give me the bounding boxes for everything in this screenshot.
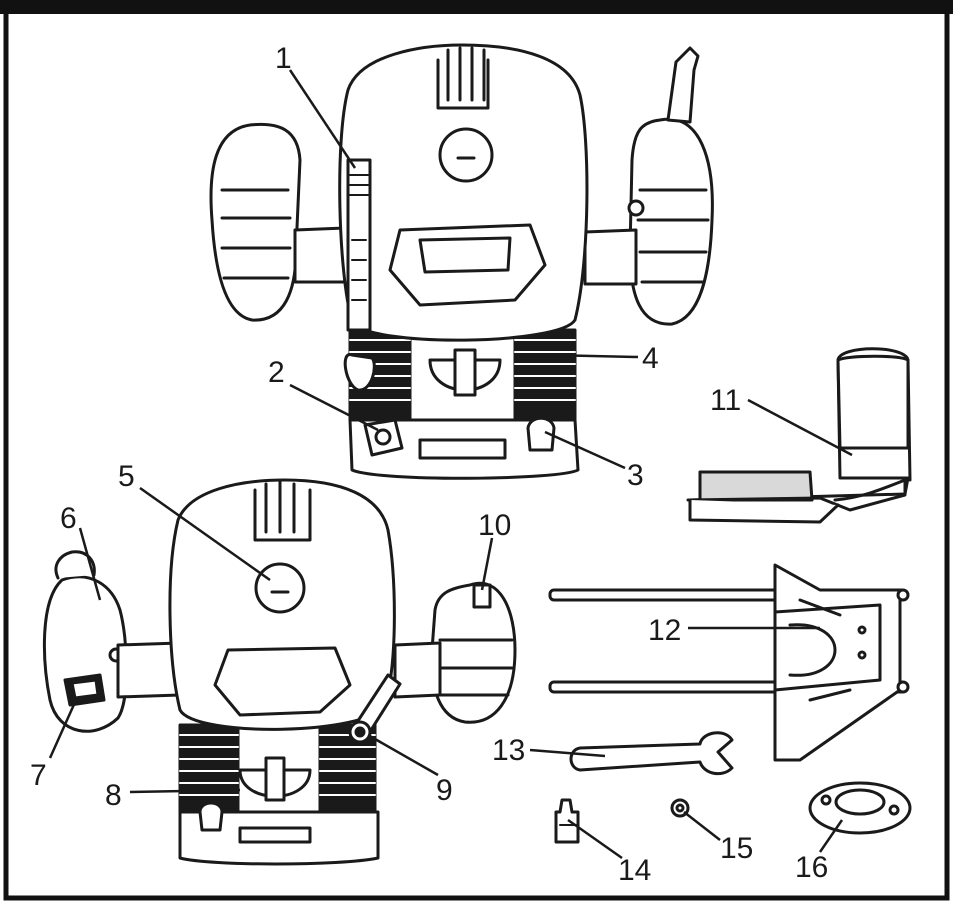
callout-5: 5 — [118, 460, 135, 493]
lock-knob-top — [526, 416, 556, 452]
callout-labels: 1 2 3 4 5 6 7 8 9 10 11 12 13 14 15 16 — [30, 42, 828, 887]
callout-8: 8 — [105, 779, 122, 812]
leader-lines — [48, 69, 853, 860]
callout-9: 9 — [436, 774, 453, 807]
callout-12: 12 — [648, 614, 681, 647]
callout-7: 7 — [30, 759, 47, 792]
left-handle-top — [209, 122, 302, 322]
callout-2: 2 — [268, 356, 285, 389]
right-arm-top — [583, 228, 638, 286]
right-handle-top — [628, 117, 714, 326]
callout-6: 6 — [60, 502, 77, 535]
callout-1: 1 — [275, 42, 292, 75]
template-guide — [808, 781, 912, 835]
callout-15: 15 — [720, 832, 753, 865]
switch-cap-top — [438, 127, 494, 183]
left-handle-grip-top — [220, 188, 292, 280]
cord-top — [666, 46, 700, 124]
switch-cap-bottom — [254, 562, 306, 614]
motor-housing-top — [338, 43, 589, 342]
callout-3: 3 — [627, 459, 644, 492]
callout-4: 4 — [642, 342, 659, 375]
router-bit — [554, 798, 580, 844]
left-arm-top — [293, 226, 347, 284]
callout-11: 11 — [710, 384, 741, 417]
right-handle-bottom — [430, 581, 517, 724]
router-bottom-view — [42, 478, 517, 866]
frame-border — [3, 7, 950, 901]
left-handle-bottom — [42, 575, 128, 733]
spanner-wrench — [569, 731, 734, 776]
parallel-guide — [548, 563, 910, 762]
callout-16: 16 — [795, 851, 828, 884]
callout-10: 10 — [478, 509, 511, 542]
dust-adapter — [686, 347, 912, 524]
callout-13: 13 — [492, 734, 525, 767]
callout-14: 14 — [618, 854, 651, 887]
router-top-view — [209, 43, 714, 480]
side-knob-top — [627, 199, 645, 217]
depth-rod-top — [346, 158, 372, 332]
right-handle-grip-top — [636, 188, 710, 284]
